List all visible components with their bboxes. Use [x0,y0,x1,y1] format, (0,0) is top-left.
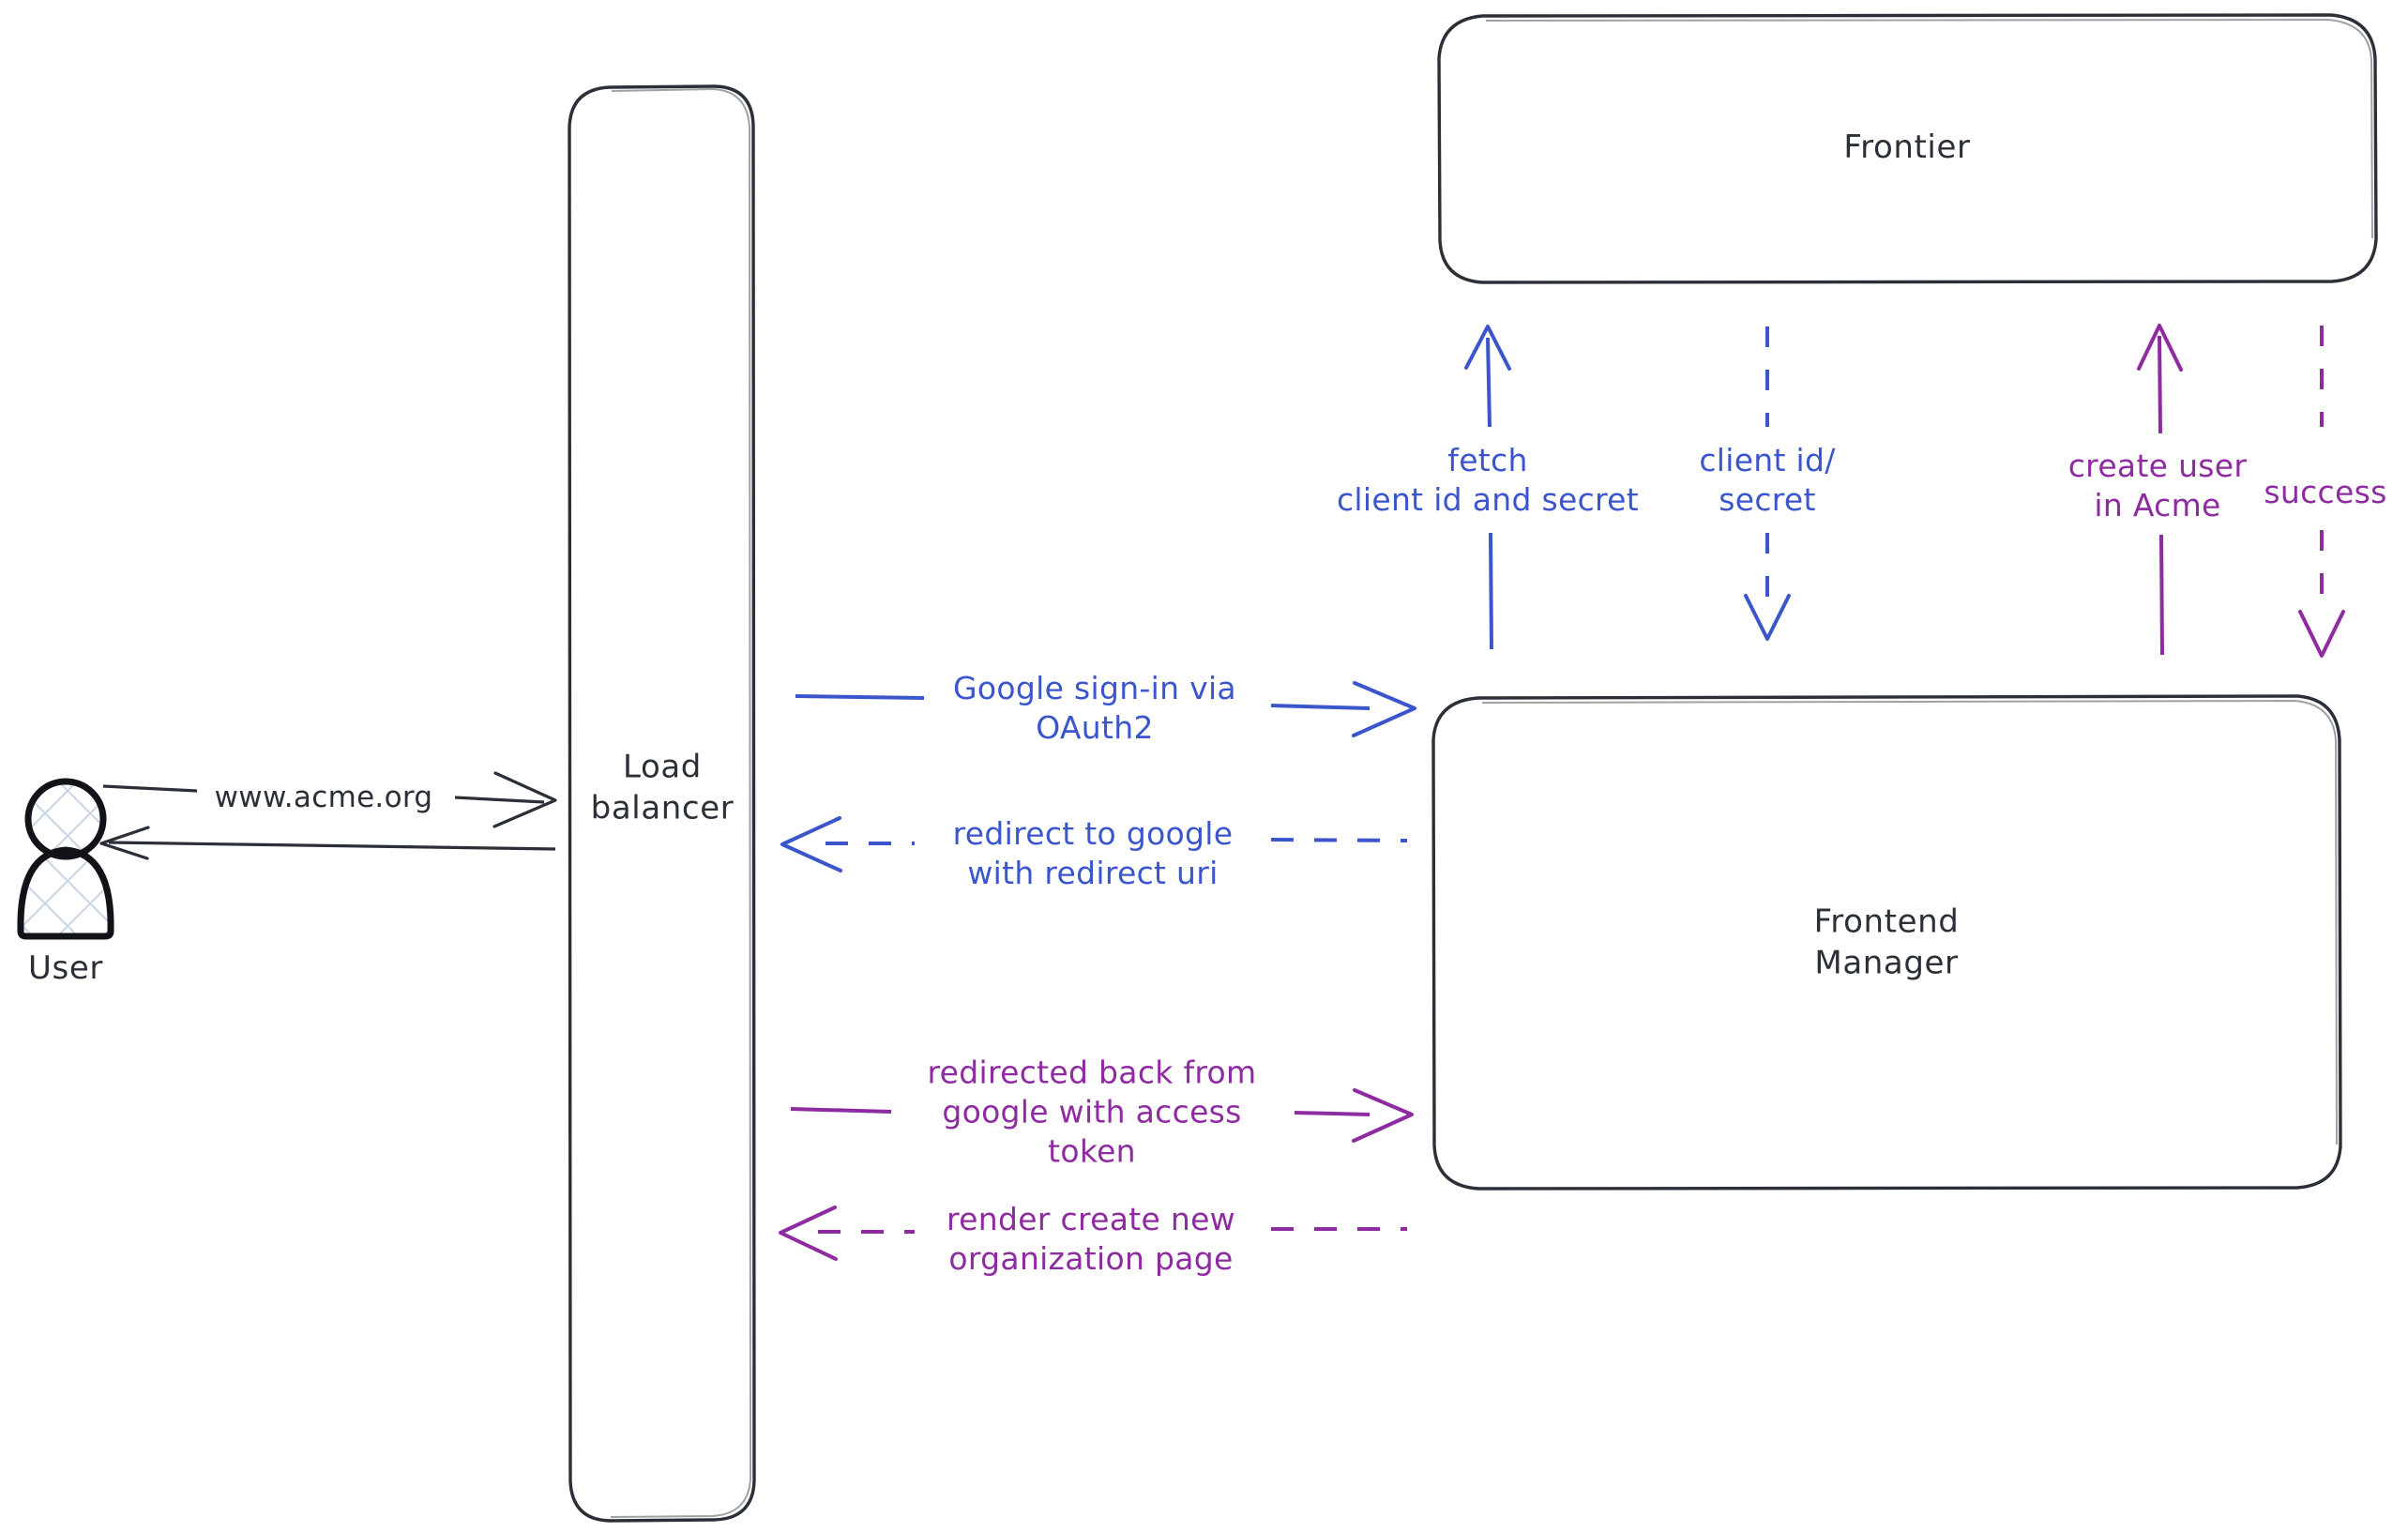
edge-create-user-in-acme[interactable] [2137,324,2183,656]
edge-create-user-success[interactable] [2298,326,2345,658]
frontend-manager-node[interactable] [1431,694,2342,1191]
frontier-sketch-overstroke [1485,18,2373,239]
edge-user-to-loadbalancer[interactable] [102,771,557,828]
frontend-manager-sketch-overstroke [1481,699,2338,1145]
load-balancer-sketch-overstroke [610,87,752,1518]
edge-createuser-arrowhead [2137,324,2183,372]
user-actor[interactable] [17,778,114,940]
edge-user-to-lb-line-right [454,796,545,804]
edge-user-to-lb-line-left [102,784,198,793]
edge-creds-arrowhead [1744,594,1791,641]
edge-signin-line-left [795,694,925,700]
edge-signin-line-right [1270,704,1371,710]
user-head-icon [24,778,107,860]
edge-lb-to-user-line [108,841,556,851]
edge-redirect-arrowhead [780,816,842,872]
edge-token-line-right [1294,1111,1371,1116]
edge-token-arrowhead [1352,1088,1414,1143]
edge-token-line-left [790,1107,892,1114]
edge-fetch-client-id-and-secret[interactable] [1464,325,1511,650]
frontier-node[interactable] [1437,13,2378,284]
edge-google-signin-oauth2[interactable] [795,681,1416,737]
edge-user-to-lb-arrowhead [492,771,557,828]
edge-fetch-line-bottom [1489,532,1493,650]
frontier-outline [1437,13,2378,284]
edge-render-arrowhead [779,1206,838,1261]
edge-lb-to-user-arrowhead [99,826,150,860]
edge-loadbalancer-to-user[interactable] [99,826,556,860]
edge-redirected-back-with-token[interactable] [790,1088,1414,1143]
edge-render-create-new-organization[interactable] [779,1206,1407,1261]
edge-createuser-line-bottom [2159,534,2164,656]
edge-createuser-line-top [2158,335,2162,434]
edge-client-id-secret-response[interactable] [1744,326,1791,641]
edge-fetch-line-top [1486,337,1492,428]
edge-redirect-line-right [1270,838,1408,842]
load-balancer-outline [568,84,756,1523]
user-body-icon [17,846,114,940]
edge-redirect-to-google[interactable] [780,816,1408,872]
load-balancer-node[interactable] [568,84,756,1523]
edge-fetch-arrowhead [1464,325,1511,371]
edge-success-arrowhead [2298,610,2345,658]
edge-signin-arrowhead [1352,681,1416,737]
frontend-manager-outline [1431,694,2342,1191]
